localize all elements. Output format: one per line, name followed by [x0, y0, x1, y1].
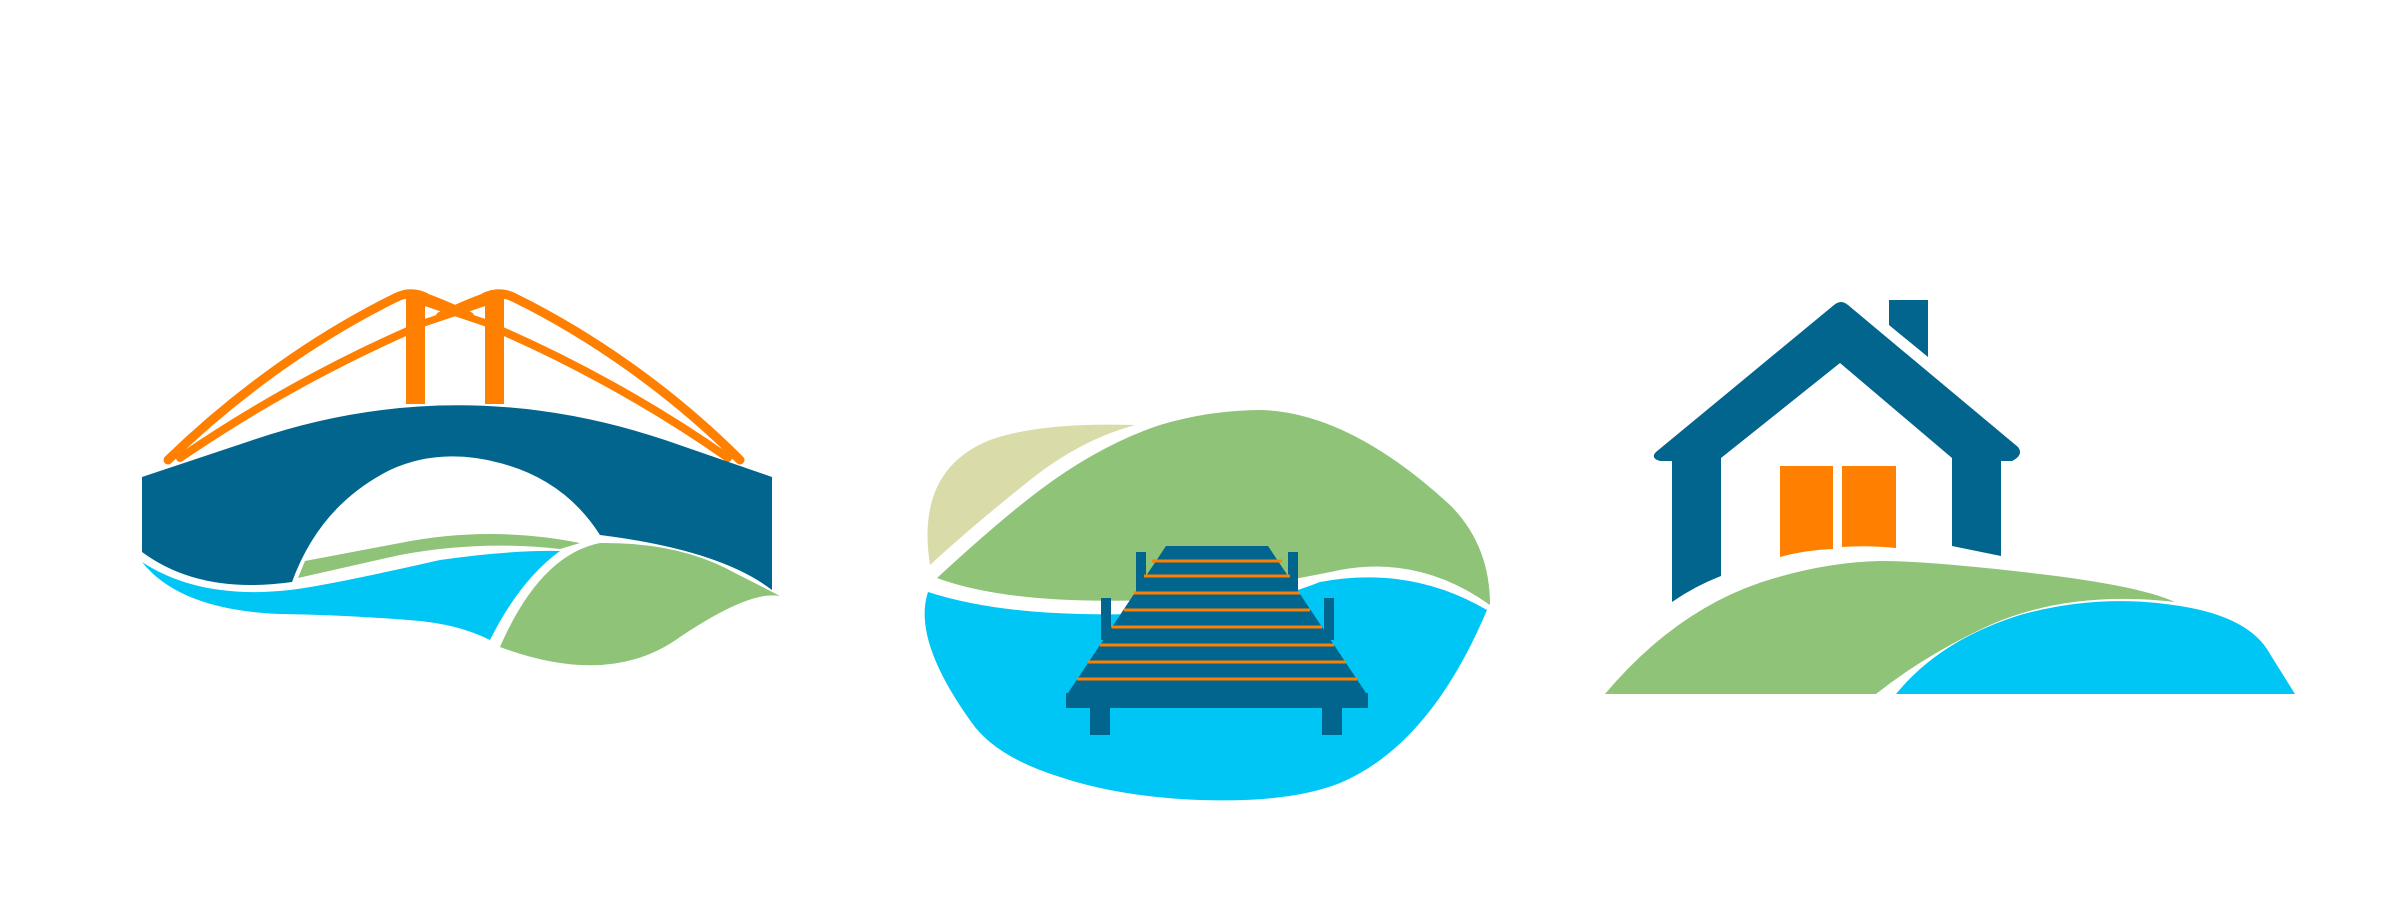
house-by-lake-icon — [1605, 300, 2295, 694]
bridge-riverbank-stripe — [298, 534, 580, 578]
house-door-right — [1842, 466, 1896, 548]
dock-base — [1066, 693, 1368, 708]
dock-sand-hill — [927, 424, 1135, 565]
house-chimney — [1889, 300, 1928, 357]
house-door-left — [1780, 466, 1833, 557]
bridge-tower-left — [406, 298, 425, 404]
house-roof — [1653, 302, 2020, 602]
dock-pier — [1066, 546, 1368, 735]
house-lake — [1896, 601, 2295, 694]
dock-planks — [1077, 559, 1357, 681]
dock-green-hill — [937, 410, 1490, 605]
dock-post — [1101, 598, 1111, 640]
dock-leg-left — [1090, 705, 1110, 735]
bridge-cables — [163, 289, 745, 465]
bridge-deck — [142, 405, 772, 590]
bridge-over-river-icon — [142, 289, 780, 666]
bridge-tower-right — [485, 298, 504, 404]
house-hill — [1605, 561, 2175, 694]
dock-leg-right — [1322, 705, 1342, 735]
dock-post — [1324, 598, 1334, 640]
bridge-hill — [500, 542, 780, 666]
bridge-river — [142, 550, 560, 640]
dock-on-lake-icon — [924, 410, 1490, 801]
dock-post — [1288, 552, 1298, 592]
dock-post — [1136, 552, 1146, 592]
